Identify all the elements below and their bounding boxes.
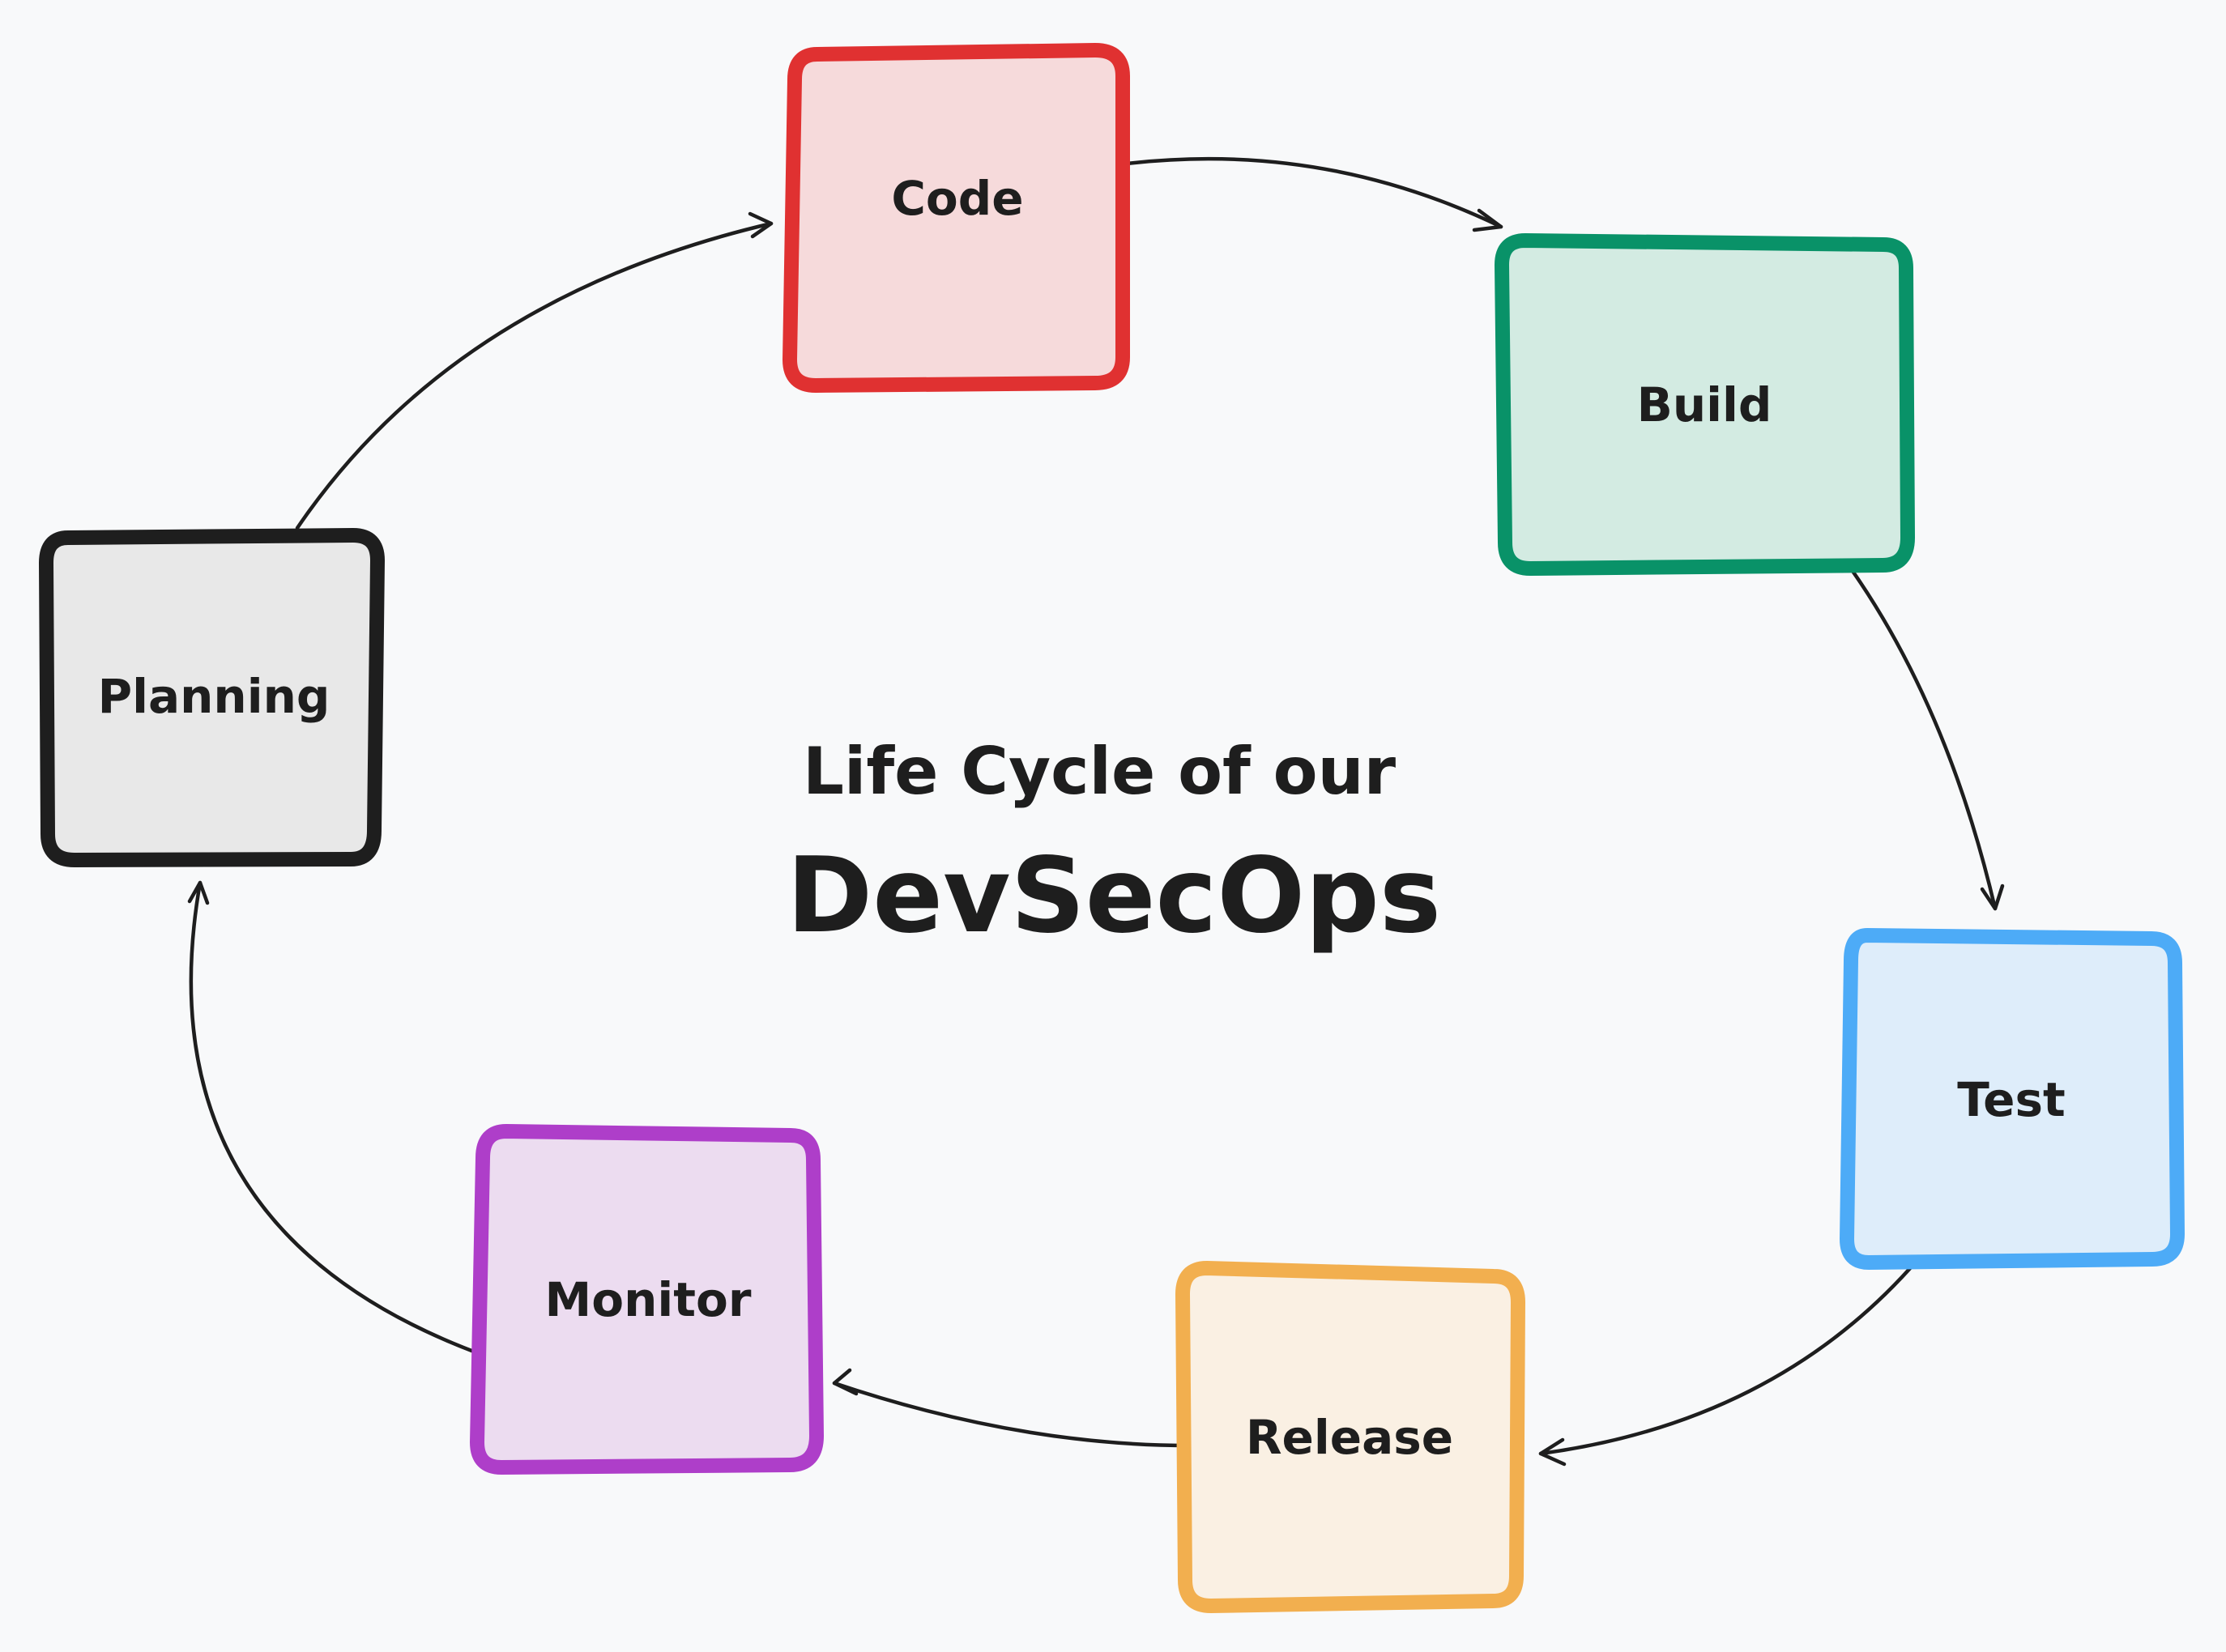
- edge-monitor-to-planning: [187, 880, 489, 1359]
- node-build-label: Build: [1637, 377, 1772, 432]
- node-planning[interactable]: Planning: [39, 528, 385, 867]
- node-build[interactable]: Build: [1495, 233, 1915, 576]
- node-planning-label: Planning: [98, 669, 330, 724]
- node-release-outline: [1175, 1261, 1525, 1613]
- edge-release-to-monitor: [832, 1368, 1192, 1448]
- edge-test-to-release: [1538, 1258, 1920, 1467]
- title-line-1: Life Cycle of our: [803, 734, 1397, 809]
- title-line-2: DevSecOps: [787, 836, 1441, 956]
- node-code[interactable]: Code: [783, 43, 1130, 393]
- node-monitor-outline: [470, 1124, 824, 1475]
- node-test-box: [1847, 935, 2177, 1262]
- node-code-outline: [783, 43, 1130, 393]
- node-build-outline: [1495, 233, 1915, 576]
- edge-planning-to-code: [295, 211, 774, 530]
- node-planning-outline: [39, 528, 385, 867]
- node-release-box: [1183, 1268, 1518, 1606]
- edge-code-to-build: [1118, 156, 1503, 232]
- node-planning-box: [46, 535, 377, 860]
- node-test-label: Test: [1957, 1072, 2065, 1127]
- node-monitor-label: Monitor: [545, 1272, 752, 1327]
- node-code-box: [790, 50, 1123, 385]
- node-test-outline: [1840, 928, 2185, 1270]
- node-release[interactable]: Release: [1175, 1261, 1525, 1613]
- diagram-title: Life Cycle of our DevSecOps: [787, 734, 1441, 956]
- edges: [187, 156, 2005, 1467]
- node-monitor-box: [477, 1131, 817, 1467]
- node-test[interactable]: Test: [1840, 928, 2185, 1270]
- node-monitor[interactable]: Monitor: [470, 1124, 824, 1475]
- node-build-box: [1502, 241, 1908, 568]
- node-code-label: Code: [891, 171, 1023, 226]
- node-release-label: Release: [1246, 1410, 1453, 1465]
- edge-build-to-test: [1846, 563, 2005, 911]
